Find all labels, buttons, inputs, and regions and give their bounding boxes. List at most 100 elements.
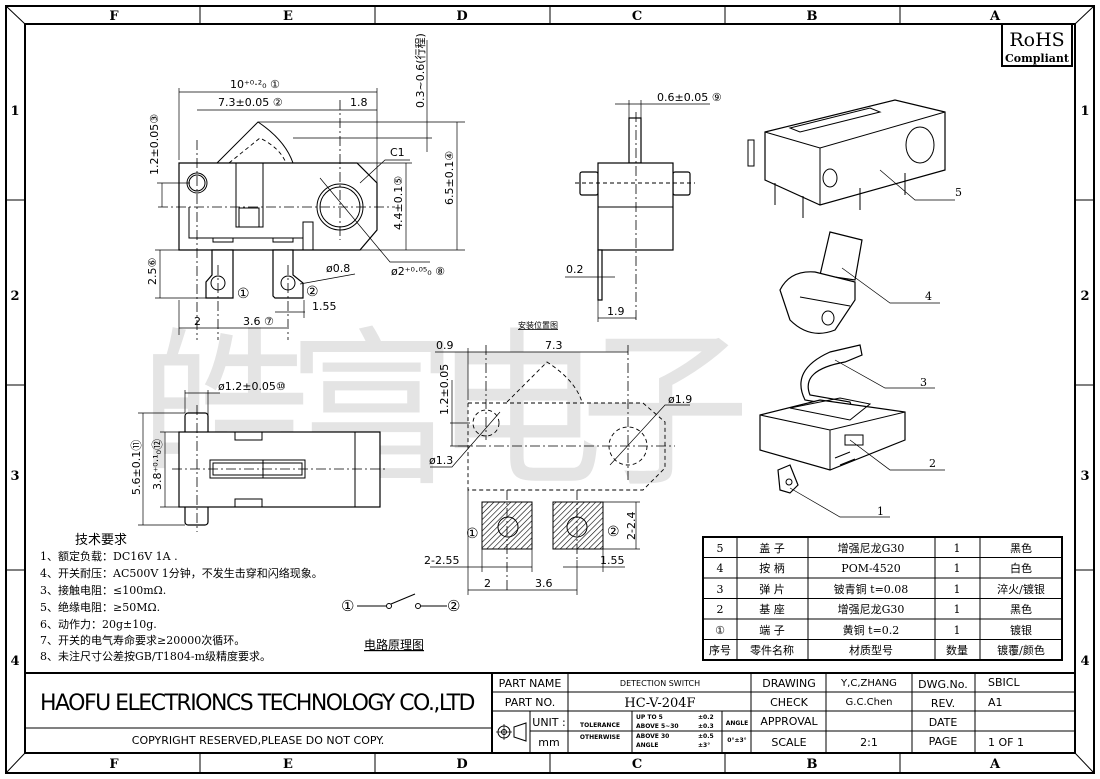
bom-qty: 1: [954, 542, 961, 555]
unit-value: mm: [538, 736, 559, 749]
rohs-badge: RoHS Compliant: [1001, 23, 1073, 67]
circuit-diagram: ① ② 电路原理图: [341, 593, 460, 652]
dim-body-height: 4.4±0.1⑤: [392, 176, 405, 230]
zone-col-e-bottom: E: [283, 757, 293, 772]
circuit-terminal-1: ①: [341, 597, 354, 615]
unit-label: UNIT :: [532, 716, 565, 729]
bom-qty: 1: [954, 562, 961, 575]
check-value: G.C.Chen: [846, 697, 893, 708]
dim-inner: 3.8⁺⁰·¹₀⑫: [151, 439, 164, 490]
install-dim-pad-w: 2-2.55: [424, 554, 459, 567]
drawing-label: DRAWING: [762, 677, 815, 690]
tol-value: ±0.5: [698, 733, 714, 740]
bom-qty: 1: [954, 583, 961, 596]
side-view: 0.6±0.05 ⑨ 0.2 1.9: [565, 91, 722, 322]
bom-header-no: 序号: [709, 643, 731, 657]
tolerance-otherwise-label: OTHERWISE: [580, 734, 620, 741]
dim-height: 6.5±0.1④: [443, 151, 456, 205]
bom-material: POM-4520: [841, 562, 900, 575]
zone-col-a-bottom: A: [989, 757, 1001, 772]
dim-width: 5.6±0.1⑪: [130, 440, 143, 495]
bom-finish: 黑色: [1010, 602, 1032, 616]
company-name: HAOFU ELECTRIONCS TECHNOLOGY CO.,LTD: [40, 691, 476, 716]
dim-thickness: 0.2: [566, 263, 584, 276]
zone-col-b-bottom: B: [807, 757, 818, 772]
bom-no: 5: [717, 542, 724, 555]
bom-no: 2: [717, 603, 724, 616]
dim-term-width: 1.55: [312, 300, 337, 313]
approval-label: APPROVAL: [760, 715, 818, 728]
install-dim-a: 0.9: [436, 339, 454, 352]
bom-name: 基 座: [759, 602, 785, 616]
dim-offset: 1.9: [607, 305, 625, 318]
bom-finish: 淬火/镀银: [997, 582, 1045, 596]
zone-col-f-bottom: F: [109, 757, 119, 772]
bom-name: 盖 子: [759, 541, 785, 555]
dwg-no-label: DWG.No.: [918, 678, 968, 691]
zone-col-f: F: [109, 9, 119, 24]
bom-finish: 镀银: [1010, 623, 1032, 637]
drawing-value: Y,C,ZHANG: [840, 678, 897, 689]
bom-qty: 1: [954, 603, 961, 616]
bom-material: 黄铜 t=0.2: [843, 623, 900, 637]
part-no-label: PART NO.: [505, 696, 555, 709]
dim-right: 1.8: [350, 96, 368, 109]
dim-stroke: 0.3~0.6(行程): [414, 33, 427, 108]
circuit-caption: 电路原理图: [364, 637, 424, 652]
install-view-title: 安装位置图: [518, 320, 558, 330]
install-dim-c: 1.2±0.05: [438, 364, 451, 415]
zone-col-a: A: [989, 9, 1001, 24]
bom-no: 4: [717, 562, 724, 575]
bom-name: 端 子: [759, 624, 785, 637]
top-view: 10⁺⁰·²₀ ① 7.3±0.05 ② 1.8 0.3~0.6(行程) 6.5…: [146, 33, 465, 340]
zone-col-c: C: [632, 9, 642, 24]
tech-req-item: 8、未注尺寸公差按GB/T1804-m级精度要求。: [40, 649, 271, 663]
dim-total-width: 10⁺⁰·²₀ ①: [230, 78, 280, 91]
tech-req-item: 4、开关耐压：AC500V 1分钟，不发生击穿和闪络现象。: [40, 566, 323, 580]
part-label-1: 1: [877, 505, 884, 518]
tol-range: ABOVE 30: [636, 733, 669, 740]
install-pad-1: ①: [466, 526, 479, 542]
install-dim-left: 2: [484, 577, 491, 590]
dim-hole-pitch: 7.3±0.05 ②: [218, 96, 283, 109]
projection-symbol-icon: [496, 722, 527, 742]
tolerance-label: TOLERANCE: [580, 722, 620, 729]
tol-range: ANGLE: [636, 742, 659, 749]
rev-label: REV.: [931, 697, 955, 710]
page-label: PAGE: [929, 735, 958, 748]
zone-labels: F E D C B A F E D C B A 1 2 3 4 1 2 3 4: [10, 9, 1089, 772]
scale-value: 2:1: [860, 736, 878, 749]
zone-row-4: 4: [10, 654, 19, 669]
page-value: 1 OF 1: [988, 736, 1024, 749]
tech-req-item: 1、额定负载：DC16V 1A .: [40, 549, 178, 563]
part-no-value: HC-V-204F: [624, 696, 695, 711]
bom-table: 5 盖 子 增强尼龙G30 1 黑色 4 按 柄 POM-4520 1 白色 3…: [702, 536, 1063, 661]
install-pad-2: ②: [607, 524, 620, 540]
rohs-subtitle: Compliant: [1005, 52, 1070, 65]
part-name-value: DETECTION SWITCH: [620, 679, 700, 688]
zone-row-1: 1: [10, 104, 19, 119]
dim-big-hole: ø2⁺⁰·⁰⁵₀ ⑧: [391, 265, 445, 278]
tol-range: ABOVE 5~30: [636, 723, 679, 730]
zone-row-2: 2: [10, 289, 19, 304]
dim-pin-hole: ø0.8: [326, 262, 350, 275]
angle-value: 0°±3°: [727, 737, 746, 744]
check-label: CHECK: [770, 696, 809, 709]
bom-name: 弹 片: [759, 582, 785, 596]
tol-value: ±0.3: [698, 723, 714, 730]
bom-no: 3: [717, 583, 724, 596]
rohs-title: RoHS: [1009, 29, 1064, 51]
bottom-view: ø1.2±0.05⑩ 5.6±0.1⑪ 3.8⁺⁰·¹₀⑫: [130, 380, 385, 532]
tech-req-item: 6、动作力：20g±10g.: [40, 618, 157, 631]
bom-header-name: 零件名称: [750, 643, 794, 657]
exploded-view: 5 4 3 2 1: [747, 99, 962, 518]
part-label-4: 4: [925, 290, 932, 303]
install-view: 安装位置图 0.9 7.3 1.2±0.05 ø1.3 ø1.9 2-2.4 2…: [424, 320, 692, 595]
angle-label: ANGLE: [726, 720, 749, 727]
zone-dividers: [5, 5, 1095, 774]
zone-col-b: B: [807, 9, 818, 24]
bom-no: ①: [715, 624, 725, 637]
dim-stem: 0.6±0.05 ⑨: [657, 91, 722, 104]
zone-col-d: D: [456, 9, 467, 24]
